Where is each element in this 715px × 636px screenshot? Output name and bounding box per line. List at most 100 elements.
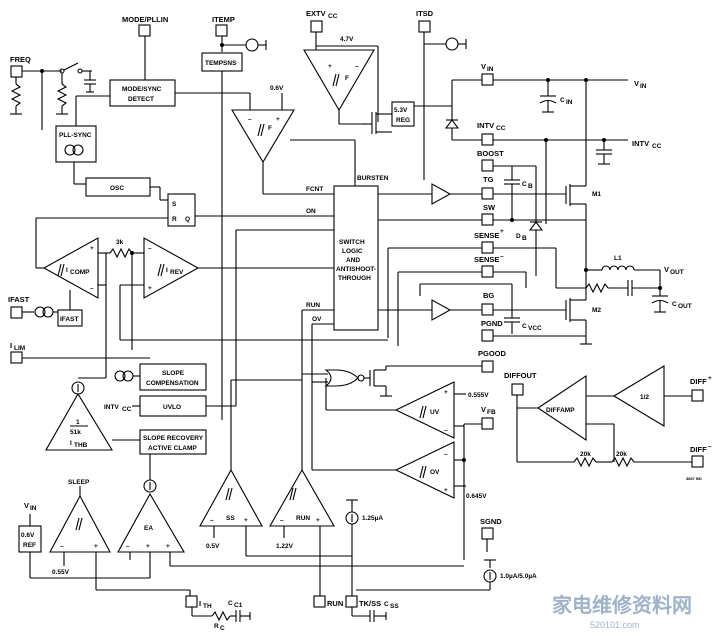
- pin-vin: V IN V IN C IN: [452, 62, 647, 113]
- svg-text:C: C: [522, 181, 527, 188]
- svg-text:–: –: [126, 543, 130, 550]
- svg-text:THB: THB: [74, 442, 88, 449]
- svg-text:+: +: [146, 543, 150, 550]
- svg-text:IN: IN: [487, 66, 494, 73]
- svg-text:SW: SW: [483, 203, 496, 212]
- svg-text:CC: CC: [496, 125, 506, 132]
- svg-text:INTV: INTV: [104, 404, 119, 411]
- ov-comparator: – + OV 0.645V: [312, 441, 487, 500]
- svg-text:Q: Q: [185, 216, 190, 223]
- svg-text:DETECT: DETECT: [128, 96, 154, 103]
- svg-text:EA: EA: [144, 525, 153, 532]
- ea-amplifier: EA – + +: [117, 454, 464, 578]
- fcnt-comparator: 0.6V – + F FCNT: [231, 85, 334, 195]
- svg-text:IN: IN: [30, 505, 37, 512]
- pin-sw: SW: [378, 203, 586, 226]
- switch-logic-block: SWITCH LOGIC AND ANTISHOOT- THROUGH BURS…: [290, 139, 389, 331]
- svg-text:C: C: [220, 625, 225, 632]
- svg-text:D: D: [516, 233, 521, 240]
- pin-bg: BG C VCC: [481, 284, 566, 334]
- current-source-125: 1.25µA: [345, 499, 383, 602]
- mode-sync-detect: MODE/SYNC DETECT: [75, 79, 251, 126]
- svg-text:C: C: [384, 601, 389, 608]
- svg-text:SLOPE RECOVERY: SLOPE RECOVERY: [143, 435, 204, 442]
- svg-text:1: 1: [76, 419, 80, 426]
- svg-text:20k: 20k: [616, 451, 627, 458]
- svg-text:ITEMP: ITEMP: [212, 15, 235, 24]
- svg-text:20k: 20k: [580, 451, 591, 458]
- diffamp: DIFFAMP: [537, 374, 615, 462]
- svg-text:CC: CC: [328, 13, 338, 20]
- svg-text:–: –: [210, 517, 214, 524]
- svg-text:家电维修资料网: 家电维修资料网: [552, 593, 692, 617]
- svg-text:ON: ON: [306, 208, 316, 215]
- svg-text:TEMPSNS: TEMPSNS: [205, 60, 237, 67]
- svg-text:C: C: [560, 97, 565, 104]
- svg-text:V: V: [24, 501, 29, 510]
- svg-text:OV: OV: [312, 316, 322, 323]
- svg-text:0.55V: 0.55V: [52, 569, 70, 576]
- svg-text:0.645V: 0.645V: [466, 493, 487, 500]
- pin-freq: FREQ: [10, 55, 96, 130]
- svg-text:TH: TH: [203, 603, 212, 610]
- svg-text:1/2: 1/2: [640, 394, 649, 401]
- ref-block: V IN 0.6V REF: [18, 501, 150, 579]
- svg-text:MODE/PLLIN: MODE/PLLIN: [122, 15, 168, 24]
- svg-text:+: +: [328, 63, 332, 70]
- svg-text:–: –: [280, 517, 284, 524]
- svg-text:FREQ: FREQ: [10, 55, 31, 64]
- svg-text:UVLO: UVLO: [163, 404, 181, 411]
- pin-diff-plus: DIFF +: [690, 375, 712, 402]
- pin-sgnd: SGND: [480, 517, 502, 552]
- uvlo-block: INTV CC UVLO: [104, 229, 334, 417]
- pin-sense-minus: SENSE –: [397, 253, 527, 346]
- svg-text:PGOOD: PGOOD: [478, 349, 507, 358]
- svg-text:SWITCH: SWITCH: [339, 239, 365, 246]
- svg-text:RUN: RUN: [327, 599, 343, 608]
- svg-text:REF: REF: [23, 542, 36, 549]
- svg-text:520101.com: 520101.com: [590, 620, 640, 630]
- svg-text:B: B: [522, 235, 527, 242]
- svg-text:I: I: [66, 267, 68, 274]
- svg-text:IFAST: IFAST: [8, 295, 30, 304]
- osc-block: OSC: [85, 177, 168, 201]
- pin-itsd: ITSD: [416, 9, 467, 180]
- svg-text:+: +: [166, 543, 170, 550]
- svg-text:–: –: [355, 63, 359, 70]
- pin-extvcc: EXTV CC 4.7V: [306, 9, 379, 122]
- svg-text:0.555V: 0.555V: [468, 392, 489, 399]
- mosfet-m2: M2: [565, 288, 601, 345]
- svg-text:+: +: [444, 487, 448, 494]
- svg-text:EXTV: EXTV: [306, 9, 326, 18]
- svg-text:CC: CC: [122, 406, 132, 413]
- svg-text:SS: SS: [226, 515, 235, 522]
- svg-text:R: R: [172, 216, 177, 223]
- svg-text:TK/SS: TK/SS: [359, 599, 381, 608]
- svg-text:–: –: [148, 245, 152, 252]
- svg-text:REV: REV: [170, 269, 184, 276]
- sr-latch: S R Q ON: [35, 193, 334, 269]
- svg-text:UV: UV: [430, 409, 440, 416]
- svg-text:M2: M2: [592, 307, 601, 314]
- svg-text:RUN: RUN: [296, 515, 310, 522]
- svg-text:BG: BG: [483, 291, 494, 300]
- svg-text:R: R: [214, 623, 219, 630]
- svg-text:M1: M1: [592, 191, 601, 198]
- svg-text:+: +: [90, 245, 94, 252]
- pin-sense-plus: SENSE +: [387, 228, 557, 338]
- svg-text:4.7V: 4.7V: [340, 36, 354, 43]
- run-comparator: – + RUN 1.22V: [269, 310, 335, 602]
- svg-text:IN: IN: [640, 83, 647, 90]
- svg-text:VCC: VCC: [528, 325, 542, 332]
- svg-text:AND: AND: [346, 257, 360, 264]
- pin-run: RUN: [313, 595, 343, 608]
- slope-recovery: SLOPE RECOVERY ACTIVE CLAMP: [139, 429, 207, 455]
- svg-text:ACTIVE CLAMP: ACTIVE CLAMP: [148, 445, 197, 452]
- svg-text:+: +: [244, 517, 248, 524]
- top-driver: [378, 183, 482, 205]
- extvcc-comparator: + – F: [303, 49, 375, 125]
- svg-text:DIFF: DIFF: [690, 377, 707, 386]
- svg-text:3k: 3k: [116, 239, 124, 246]
- svg-text:I: I: [199, 599, 201, 608]
- svg-text:SGND: SGND: [480, 517, 502, 526]
